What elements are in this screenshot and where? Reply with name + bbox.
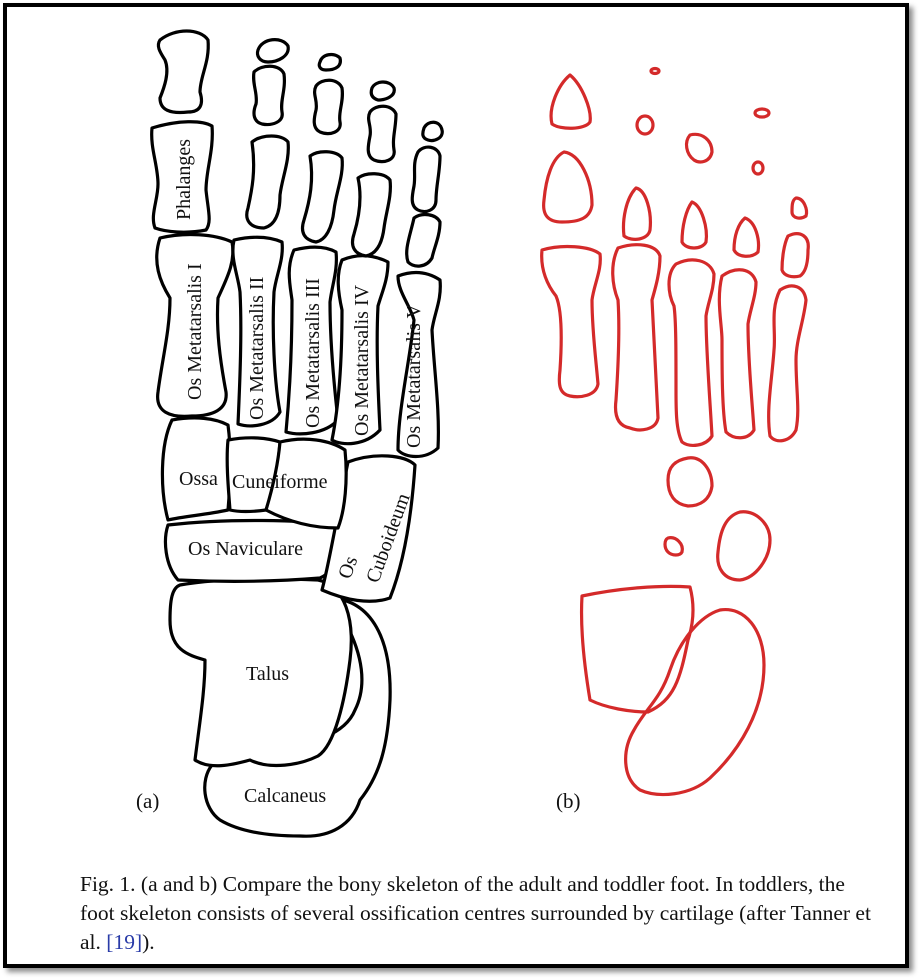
adult-foot-diagram: Phalanges Os Metatarsalis I Os Metatarsa… xyxy=(136,31,442,836)
ossification-centre-toe2-distal xyxy=(637,116,653,134)
label-talus: Talus xyxy=(246,663,289,685)
caption-reference-link[interactable]: [19] xyxy=(106,930,142,954)
phalanx-5-distal xyxy=(423,122,442,140)
ossification-centre-toe3-proximal xyxy=(682,202,706,248)
ossification-centre-toe5-distal-b xyxy=(792,198,807,218)
label-metatarsal-1: Os Metatarsalis I xyxy=(184,263,206,400)
ossification-centre-cuneiform-medial xyxy=(665,538,682,555)
label-calcaneus: Calcaneus xyxy=(244,785,326,807)
phalanx-3-distal xyxy=(319,55,340,70)
ossification-centre-toe4-proximal xyxy=(734,218,758,256)
label-navicular: Os Naviculare xyxy=(188,538,303,560)
panel-label-b: (b) xyxy=(556,789,581,813)
phalanx-2-distal xyxy=(257,40,288,62)
toddler-foot-diagram: (b) xyxy=(542,69,809,814)
ossification-centre-toe1-distal xyxy=(551,75,590,128)
label-metatarsal-3: Os Metatarsalis III xyxy=(302,278,324,428)
label-phalanges: Phalanges xyxy=(173,139,195,220)
phalanx-4-distal xyxy=(371,82,394,100)
phalanx-3-proximal xyxy=(303,152,343,242)
phalanx-4-middle xyxy=(368,106,396,161)
ossification-centre-metatarsal-4 xyxy=(719,270,756,438)
ossification-centre-talus xyxy=(582,586,694,712)
ossification-centre-toe4-distal xyxy=(755,109,769,117)
phalanx-5-middle xyxy=(412,147,440,211)
ossification-centre-metatarsal-5 xyxy=(769,286,806,441)
phalanx-5-proximal xyxy=(407,215,440,267)
ossification-centre-cuboid xyxy=(718,512,770,580)
label-cuneiforme: Cuneiforme xyxy=(232,471,328,493)
ossification-centre-toe2-proximal xyxy=(624,188,651,239)
phalanx-3-middle xyxy=(314,80,342,133)
label-metatarsal-2: Os Metatarsalis II xyxy=(246,277,268,420)
ossification-centre-toe3-distal xyxy=(687,134,712,162)
label-metatarsal-5: Os Metatarsalis V xyxy=(403,303,425,448)
caption-end: ). xyxy=(142,930,155,954)
panel-label-a: (a) xyxy=(136,789,159,813)
phalanx-2-middle xyxy=(254,66,285,124)
ossification-centre-toe2-tip xyxy=(651,69,659,74)
phalanx-4-proximal xyxy=(353,174,391,256)
figure-caption: Fig. 1. (a and b) Compare the bony skele… xyxy=(80,870,880,957)
label-ossa: Ossa xyxy=(179,468,218,490)
ossification-centre-calcaneus xyxy=(626,610,764,795)
label-metatarsal-4: Os Metatarsalis IV xyxy=(351,284,373,436)
foot-skeleton-figure: Phalanges Os Metatarsalis I Os Metatarsa… xyxy=(0,0,920,860)
phalanx-1-distal xyxy=(158,31,208,112)
ossification-centre-cuneiform-lateral xyxy=(668,458,712,506)
ossification-centre-metatarsal-2 xyxy=(613,245,660,430)
ossification-centre-toe5-distal xyxy=(753,162,763,174)
ossification-centre-toe5-proximal xyxy=(782,234,808,277)
ossification-centre-toe1-proximal xyxy=(544,152,592,222)
ossification-centre-metatarsal-1 xyxy=(542,247,601,397)
caption-text: Fig. 1. (a and b) Compare the bony skele… xyxy=(80,872,871,954)
ossification-centre-metatarsal-3 xyxy=(669,260,714,445)
phalanx-2-proximal xyxy=(247,136,289,228)
